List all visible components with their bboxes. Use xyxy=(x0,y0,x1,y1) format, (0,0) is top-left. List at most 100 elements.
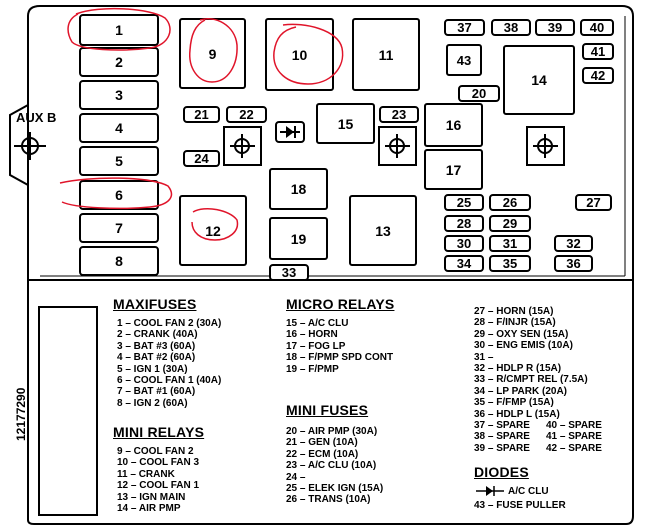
diodes-title: DIODES xyxy=(474,464,529,480)
maxifuse-slot-7: 7 xyxy=(79,213,159,243)
legend-item: 23 – A/C CLU (10A) xyxy=(286,460,377,472)
legend-item: 37 – SPARE xyxy=(474,420,530,431)
mini-relays-title: MINI RELAYS xyxy=(113,424,205,440)
relay-slot-13: 13 xyxy=(349,195,417,266)
red-circle-marks xyxy=(59,7,344,241)
fuse-slot-22: 22 xyxy=(226,106,267,123)
legend-item: 14 – AIR PMP xyxy=(117,502,181,514)
legend-item: 19 – F/PMP xyxy=(286,363,339,375)
relay-slot-15: 15 xyxy=(316,103,375,144)
maxifuses-legend: 1 – COOL FAN 2 (30A) 2 – CRANK (40A) 3 –… xyxy=(117,318,221,409)
fuse-slot-25: 25 xyxy=(444,194,484,211)
diode-item-fuse-puller: 43 – FUSE PULLER xyxy=(474,500,566,511)
legend-item: 28 – F/INJR (15A) xyxy=(474,317,556,329)
maxifuse-slot-1: 1 xyxy=(79,14,159,46)
legend-item: 31 – xyxy=(474,351,494,363)
relay-slot-18: 18 xyxy=(269,168,328,210)
fuse-slot-28: 28 xyxy=(444,215,484,232)
fuse-slot-32: 32 xyxy=(554,235,593,252)
fuse-slot-39: 39 xyxy=(535,19,575,36)
fuse-slot-23: 23 xyxy=(379,106,419,123)
fuse-slot-30: 30 xyxy=(444,235,484,252)
relay-slot-19: 19 xyxy=(269,217,328,260)
legend-item: 11 – CRANK xyxy=(117,468,175,480)
fuse-puller-slot-43: 43 xyxy=(446,44,482,76)
legend-item: 9 – COOL FAN 2 xyxy=(117,446,194,457)
legend-item: 18 – F/PMP SPD CONT xyxy=(286,352,394,364)
legend-item: 15 – A/C CLU xyxy=(286,318,349,329)
diode-symbol-icon xyxy=(476,486,504,496)
spares-right-legend: 40 – SPARE 41 – SPARE 42 – SPARE xyxy=(546,420,602,454)
micro-relays-legend: 15 – A/C CLU 16 – HORN 17 – FOG LP 18 – … xyxy=(286,318,393,375)
micro-relays-title: MICRO RELAYS xyxy=(286,296,395,312)
legend-item: 1 – COOL FAN 2 (30A) xyxy=(117,318,222,329)
fuse-slot-20: 20 xyxy=(458,85,500,102)
mini-relays-legend: 9 – COOL FAN 2 10 – COOL FAN 3 11 – CRAN… xyxy=(117,446,199,514)
mini-fuses-legend: 20 – AIR PMP (30A) 21 – GEN (10A) 22 – E… xyxy=(286,426,383,506)
legend-item: 24 – xyxy=(286,471,306,483)
legend-item: 7 – BAT #1 (60A) xyxy=(117,386,196,398)
relay-slot-17: 17 xyxy=(424,149,483,190)
legend-item: 5 – IGN 1 (30A) xyxy=(117,363,188,375)
legend-item: 41 – SPARE xyxy=(546,431,602,443)
legend-item: 3 – BAT #3 (60A) xyxy=(117,340,196,352)
legend-item: 26 – TRANS (10A) xyxy=(286,494,371,506)
maxifuse-slot-8: 8 xyxy=(79,246,159,276)
legend-item: 27 – HORN (15A) xyxy=(474,306,554,317)
fuse-slot-41: 41 xyxy=(582,43,614,60)
relay-slot-14: 14 xyxy=(503,45,575,115)
legend-item: 10 – COOL FAN 3 xyxy=(117,457,200,469)
legend-item: 34 – LP PARK (20A) xyxy=(474,385,567,397)
legend-item: 8 – IGN 2 (60A) xyxy=(117,397,188,409)
relay-slot-11: 11 xyxy=(352,18,420,91)
legend-item: 38 – SPARE xyxy=(474,431,530,443)
maxifuse-slot-5: 5 xyxy=(79,146,159,176)
legend-item: 22 – ECM (10A) xyxy=(286,448,359,460)
fuse-slot-31: 31 xyxy=(489,235,531,252)
legend-item: 4 – BAT #2 (60A) xyxy=(117,352,196,364)
legend-item: 20 – AIR PMP (30A) xyxy=(286,426,378,437)
fuse-slot-24: 24 xyxy=(183,150,220,167)
legend-item: 30 – ENG EMIS (10A) xyxy=(474,340,573,352)
relay-slot-16: 16 xyxy=(424,103,483,147)
legend-item: 17 – FOG LP xyxy=(286,340,346,352)
maxifuse-slot-4: 4 xyxy=(79,113,159,143)
fuse-slot-40: 40 xyxy=(580,19,614,36)
legend-item: 40 – SPARE xyxy=(546,420,602,431)
fuse-slot-42: 42 xyxy=(582,67,614,84)
legend-item: 29 – OXY SEN (15A) xyxy=(474,328,569,340)
fuse-slot-35: 35 xyxy=(489,255,531,272)
maxifuse-slot-3: 3 xyxy=(79,80,159,110)
fuse-slot-33: 33 xyxy=(269,264,309,281)
part-number: 12177290 xyxy=(14,387,28,441)
fuses-right-legend: 27 – HORN (15A) 28 – F/INJR (15A) 29 – O… xyxy=(474,306,588,420)
legend-item: 42 – SPARE xyxy=(546,442,602,454)
fuse-slot-36: 36 xyxy=(554,255,593,272)
fuse-slot-21: 21 xyxy=(183,106,220,123)
aux-label: AUX B xyxy=(16,110,57,125)
legend-item: 25 – ELEK IGN (15A) xyxy=(286,482,384,494)
legend-item: 33 – R/CMPT REL (7.5A) xyxy=(474,374,588,386)
diode-item-ac-clu: A/C CLU xyxy=(508,486,549,497)
legend-item: 12 – COOL FAN 1 xyxy=(117,480,200,492)
legend-item: 39 – SPARE xyxy=(474,442,530,454)
legend-item: 35 – F/FMP (15A) xyxy=(474,397,554,409)
label-box xyxy=(38,306,98,516)
legend-item: 32 – HDLP R (15A) xyxy=(474,362,562,374)
spares-left-legend: 37 – SPARE 38 – SPARE 39 – SPARE xyxy=(474,420,530,454)
legend-item: 6 – COOL FAN 1 (40A) xyxy=(117,374,222,386)
legend-item: 21 – GEN (10A) xyxy=(286,437,358,449)
fuse-slot-26: 26 xyxy=(489,194,531,211)
maxifuse-slot-2: 2 xyxy=(79,47,159,77)
fuse-slot-34: 34 xyxy=(444,255,484,272)
mini-fuses-title: MINI FUSES xyxy=(286,402,369,418)
fuse-slot-37: 37 xyxy=(444,19,485,36)
legend-item: 2 – CRANK (40A) xyxy=(117,329,198,341)
legend-item: 16 – HORN xyxy=(286,329,338,341)
fuse-slot-27: 27 xyxy=(575,194,612,211)
legend-item: 13 – IGN MAIN xyxy=(117,491,186,503)
